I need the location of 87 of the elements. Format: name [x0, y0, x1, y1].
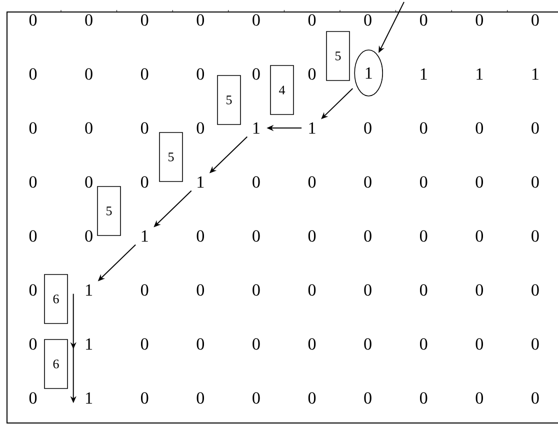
matrix-entry: 0: [476, 122, 483, 134]
matrix-entry: 1: [532, 68, 538, 80]
matrix-entry: 0: [85, 14, 92, 26]
circled-entry: 1: [354, 50, 383, 96]
matrix-entry: 0: [141, 392, 148, 404]
matrix-entry: 1: [86, 392, 92, 404]
matrix-entry: 0: [532, 14, 539, 26]
code-box: 5: [326, 31, 350, 81]
code-box: 4: [270, 65, 294, 115]
matrix-entry: 0: [29, 392, 37, 404]
matrix-entry: 0: [29, 230, 37, 242]
matrix-entry: 0: [252, 392, 260, 404]
matrix-entry: 0: [141, 68, 148, 80]
matrix-entry: 0: [308, 338, 316, 350]
code-box: 6: [44, 339, 68, 389]
matrix-entry: 0: [476, 392, 483, 404]
matrix-entry: 0: [308, 392, 316, 404]
matrix-entry: 0: [29, 284, 37, 296]
matrix-entry: 0: [364, 392, 372, 404]
matrix-entry: 0: [476, 14, 483, 26]
matrix-entry: 0: [252, 68, 260, 80]
matrix-entry: 1: [309, 122, 316, 134]
code-box: 5: [159, 132, 183, 182]
matrix-entry: 0: [532, 284, 539, 296]
matrix-entry: 0: [420, 230, 428, 242]
matrix-entry: 0: [196, 392, 204, 404]
matrix-entry: 0: [196, 230, 204, 242]
matrix-entry: 0: [308, 68, 316, 80]
matrix-entry: 0: [196, 68, 204, 80]
matrix-entry: 0: [85, 176, 92, 188]
matrix-entry: 0: [252, 14, 260, 26]
matrix-entry: 0: [532, 230, 539, 242]
matrix-entry: 0: [141, 284, 148, 296]
matrix-entry: 1: [198, 176, 204, 188]
matrix-entry: 0: [252, 230, 260, 242]
code-box: 6: [44, 274, 68, 324]
matrix-entry: 1: [86, 338, 92, 350]
matrix-entry: 0: [85, 122, 92, 134]
matrix-entry: 1: [86, 284, 92, 296]
matrix-entry: 0: [252, 176, 260, 188]
matrix-entry: 0: [308, 284, 316, 296]
matrix-entry: 0: [252, 338, 260, 350]
matrix-entry: 0: [196, 284, 204, 296]
matrix-entry: 0: [476, 338, 483, 350]
matrix-entry: 0: [420, 14, 428, 26]
code-box: 5: [97, 186, 121, 236]
matrix-entry: 0: [85, 230, 92, 242]
code-box: 5: [217, 75, 241, 125]
matrix-entry: 1: [142, 230, 148, 242]
matrix-entry: 0: [476, 230, 483, 242]
matrix-entry: 0: [308, 14, 316, 26]
matrix-entry: 0: [29, 14, 37, 26]
matrix-entry: 0: [29, 68, 37, 80]
matrix-entry: 0: [252, 284, 260, 296]
matrix-entry: 0: [196, 14, 204, 26]
matrix-entry: 0: [476, 176, 483, 188]
matrix-entry: 0: [141, 122, 148, 134]
matrix-entry: 0: [29, 338, 37, 350]
matrix-entry: 0: [364, 284, 372, 296]
matrix-entry: 0: [29, 122, 37, 134]
matrix-entry: 0: [420, 176, 428, 188]
matrix-entry: 0: [364, 176, 372, 188]
matrix-entry: 1: [476, 68, 483, 80]
matrix-entry: 0: [532, 122, 539, 134]
matrix-entry: 0: [532, 176, 539, 188]
matrix-entry: 0: [308, 176, 316, 188]
matrix-entry: 0: [364, 122, 372, 134]
matrix-entry: 0: [364, 338, 372, 350]
matrix-entry: 0: [420, 338, 428, 350]
matrix-entry: 0: [196, 122, 204, 134]
matrix-entry: 0: [196, 338, 204, 350]
matrix-entry: 0: [476, 284, 483, 296]
matrix-entry: 0: [141, 14, 148, 26]
matrix-entry: 0: [420, 392, 428, 404]
matrix-entry: 0: [420, 284, 428, 296]
matrix-entry: 0: [532, 338, 539, 350]
matrix-entry: 1: [420, 68, 427, 80]
matrix-entry: 0: [29, 176, 37, 188]
matrix-entry: 0: [141, 338, 148, 350]
matrix-entry: 0: [532, 392, 539, 404]
matrix-entry: 1: [253, 122, 260, 134]
matrix-entry: 0: [364, 14, 372, 26]
matrix-entry: 0: [420, 122, 428, 134]
matrix-entry: 0: [308, 230, 316, 242]
matrix-entry: 0: [85, 68, 92, 80]
matrix-entry: 0: [364, 230, 372, 242]
matrix-entry: 0: [141, 176, 148, 188]
